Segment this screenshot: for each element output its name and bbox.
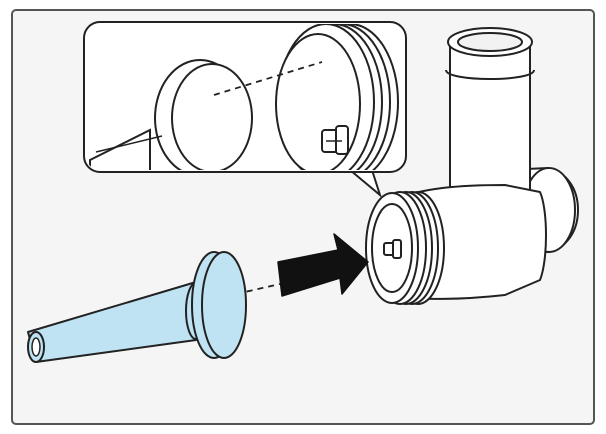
meat-grinder-housing [365,27,579,305]
main-alignment-line [235,283,281,295]
callout-housing-outlet [275,24,399,170]
sausage-stuffing-nozzle [27,251,247,363]
callout-nozzle-flange [89,59,253,170]
detail-callout [83,21,407,198]
callout-alignment-line [213,61,323,96]
callout-pointer [349,169,382,198]
attachment-direction-arrow [277,233,369,297]
